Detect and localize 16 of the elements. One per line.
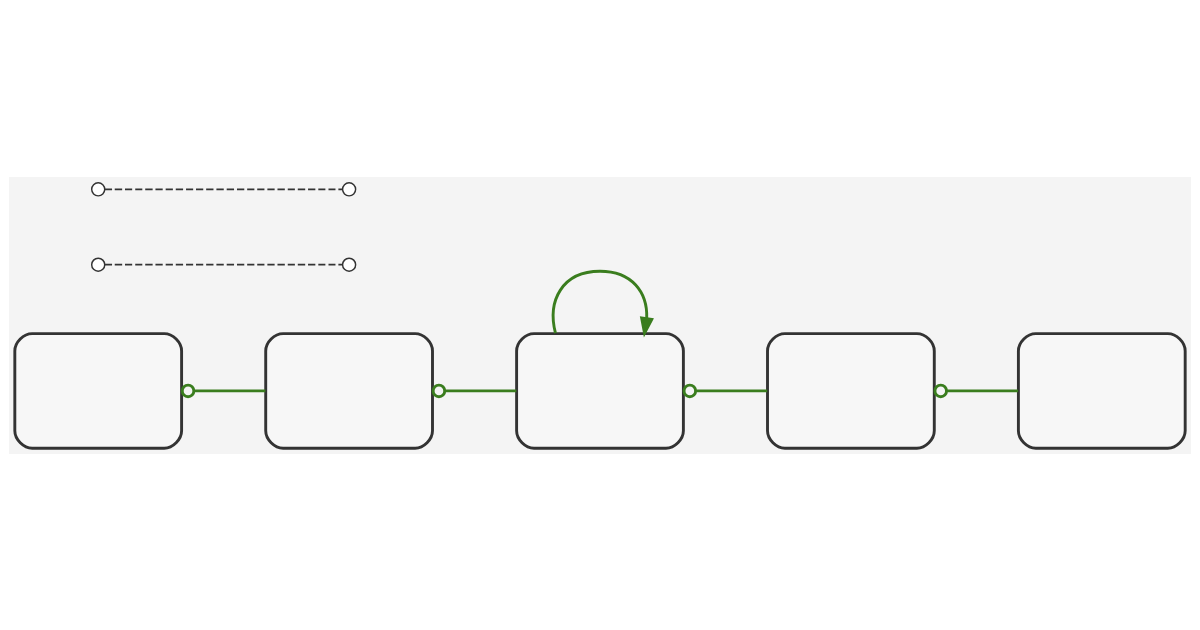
node-box xyxy=(515,331,685,450)
connector xyxy=(103,187,344,190)
node-circle xyxy=(90,181,106,197)
connector xyxy=(682,383,768,398)
node-circle xyxy=(90,257,106,272)
arrow xyxy=(551,269,654,337)
node-circle xyxy=(341,181,357,197)
connector xyxy=(180,383,266,398)
node-box xyxy=(1016,331,1187,450)
node-box xyxy=(766,331,936,450)
connector xyxy=(933,383,1019,398)
node-box xyxy=(264,331,434,450)
connector xyxy=(103,263,344,266)
connector xyxy=(431,383,517,398)
node-circle xyxy=(341,257,357,272)
node-box xyxy=(13,331,184,450)
